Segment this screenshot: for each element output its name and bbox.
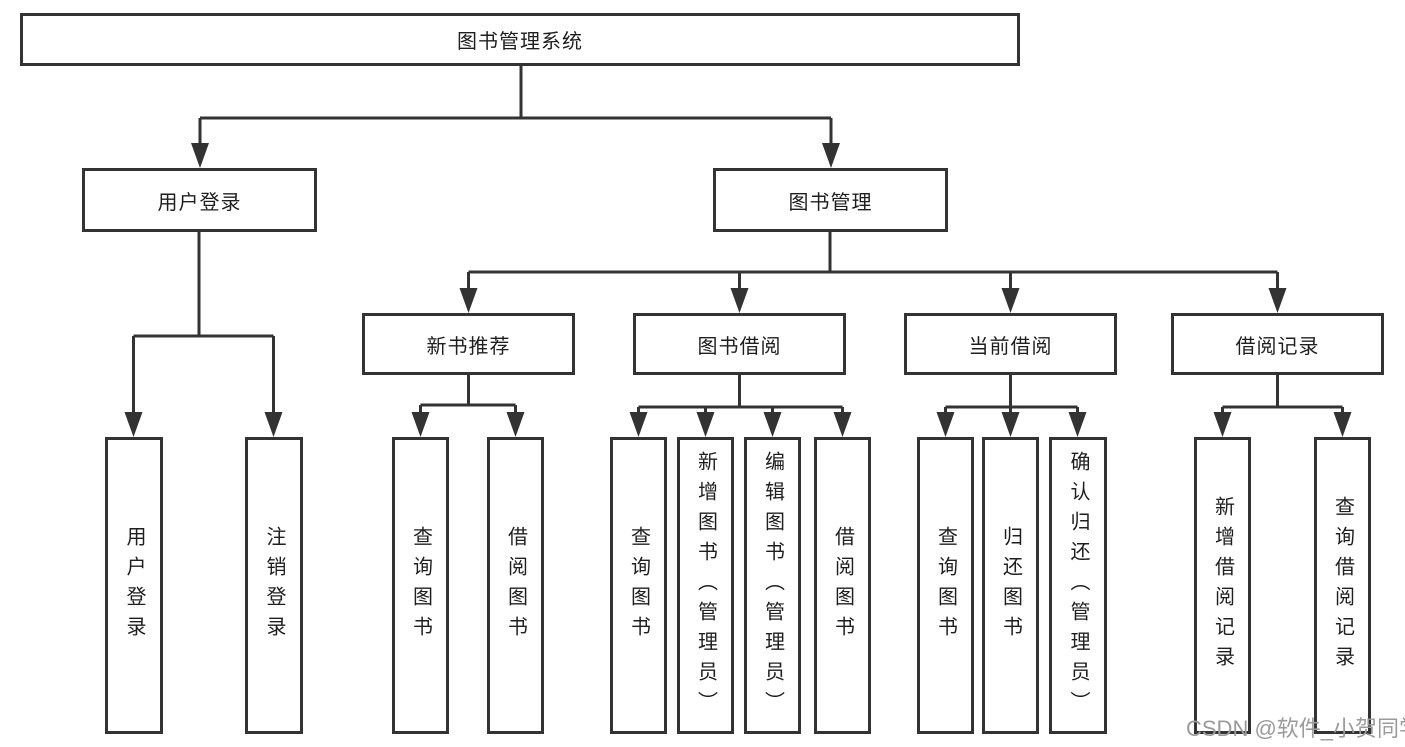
leaf-confirm-return-admin: 确认归还（管理员） [1049, 437, 1107, 734]
leaf-borrow-books-1: 借阅图书 [487, 437, 544, 734]
leaf-user-login: 用户登录 [105, 437, 163, 734]
leaf-query-books-2-label: 查询图书 [627, 525, 650, 646]
leaf-query-borrow-record-label: 查询借阅记录 [1331, 495, 1354, 676]
leaf-return-books-label: 归还图书 [999, 525, 1022, 646]
leaf-borrow-books-2: 借阅图书 [814, 437, 871, 734]
node-user-login-label: 用户登录 [157, 191, 242, 214]
leaf-query-books-2: 查询图书 [610, 437, 667, 734]
leaf-return-books: 归还图书 [982, 437, 1039, 734]
node-root-system: 图书管理系统 [20, 13, 1020, 66]
leaf-logout-label: 注销登录 [263, 525, 285, 646]
leaf-confirm-return-admin-label: 确认归还（管理员） [1067, 450, 1089, 721]
node-book-borrow-label: 图书借阅 [697, 335, 782, 358]
node-book-management-label: 图书管理 [788, 191, 873, 214]
leaf-borrow-books-2-label: 借阅图书 [831, 525, 854, 646]
arrowheads [124, 143, 1352, 437]
leaf-borrow-books-1-label: 借阅图书 [504, 525, 527, 646]
leaf-query-books-1-label: 查询图书 [409, 525, 432, 646]
leaf-add-books-admin: 新增图书（管理员） [677, 437, 734, 734]
node-book-management: 图书管理 [713, 168, 948, 232]
leaf-edit-books-admin: 编辑图书（管理员） [744, 437, 801, 734]
node-user-login: 用户登录 [82, 168, 317, 232]
leaf-query-books-1: 查询图书 [392, 437, 449, 734]
leaf-edit-books-admin-label: 编辑图书（管理员） [761, 450, 784, 721]
watermark: CSDN @软件_小贺同学 [1186, 716, 1405, 741]
node-new-book-recommend-label: 新书推荐 [426, 335, 511, 358]
leaf-logout: 注销登录 [245, 437, 303, 734]
node-borrow-records: 借阅记录 [1171, 313, 1384, 375]
leaf-query-borrow-record: 查询借阅记录 [1314, 437, 1371, 734]
node-borrow-records-label: 借阅记录 [1235, 335, 1320, 358]
leaf-user-login-label: 用户登录 [123, 525, 145, 646]
leaf-query-books-3-label: 查询图书 [934, 525, 957, 646]
leaf-add-borrow-record-label: 新增借阅记录 [1211, 495, 1234, 676]
leaf-add-borrow-record: 新增借阅记录 [1194, 437, 1251, 734]
node-root-label: 图书管理系统 [457, 31, 583, 53]
node-new-book-recommend: 新书推荐 [362, 313, 575, 375]
leaf-add-books-admin-label: 新增图书（管理员） [694, 450, 717, 721]
node-current-borrow: 当前借阅 [904, 313, 1117, 375]
node-current-borrow-label: 当前借阅 [968, 335, 1053, 358]
node-book-borrow: 图书借阅 [633, 313, 846, 375]
leaf-query-books-3: 查询图书 [917, 437, 974, 734]
